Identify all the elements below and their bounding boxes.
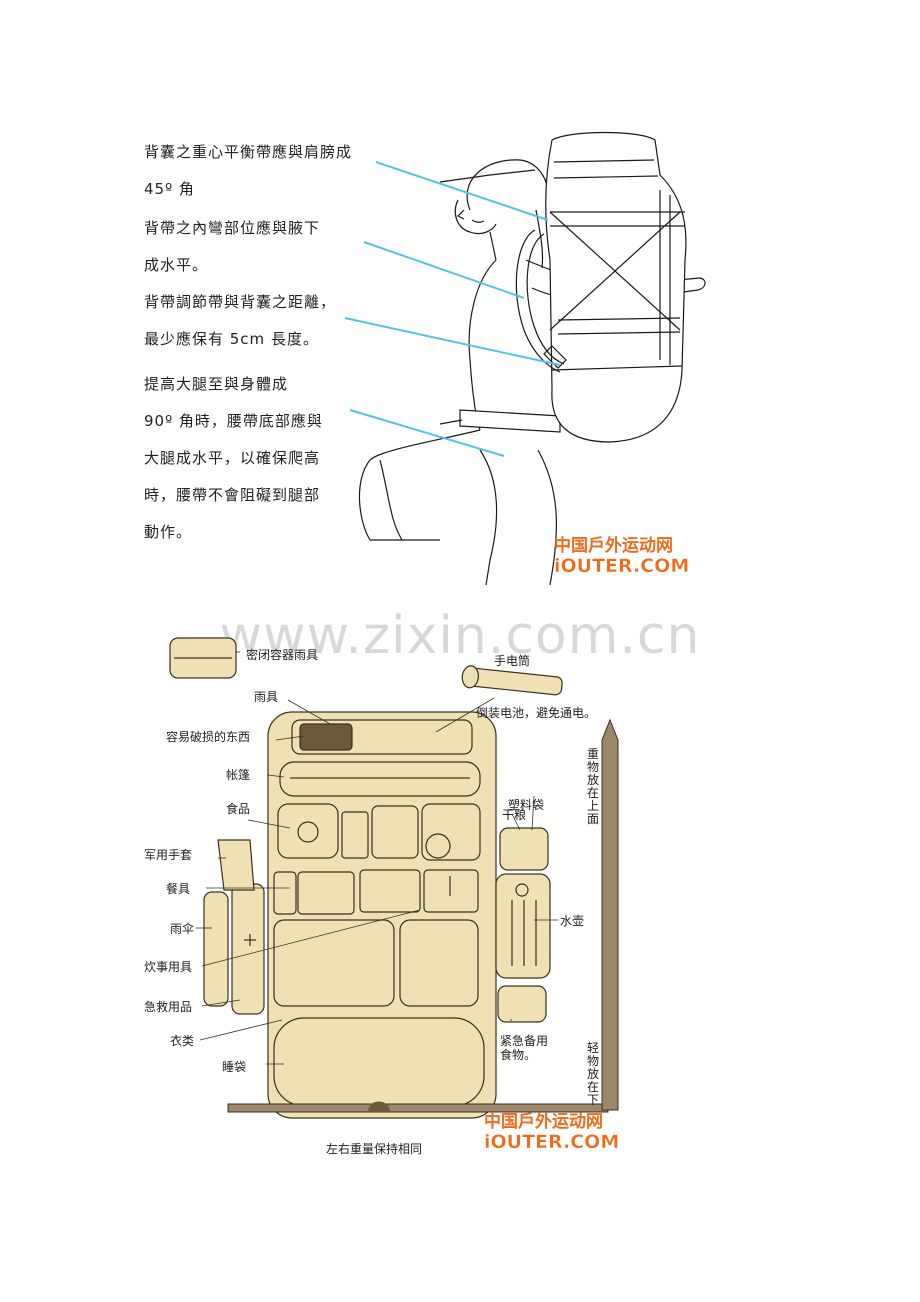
site-logo: 中国戶外运动网 iOUTER.COM <box>554 536 690 577</box>
note-line: 背帶之內彎部位應與腋下 <box>144 219 321 237</box>
logo-english: iOUTER.COM <box>484 1131 620 1153</box>
label-first-aid: 急救用品 <box>144 1000 193 1014</box>
logo-english: iOUTER.COM <box>554 555 690 577</box>
label-flashlight-note: 倒装电池，避免通电。 <box>476 706 597 720</box>
label-plastic-bag: 塑料袋 <box>508 798 545 812</box>
note-center-of-gravity: 背囊之重心平衡帶應與肩膀成 45º 角 <box>144 134 352 208</box>
logo-chinese: 中国戶外运动网 <box>484 1112 603 1132</box>
note-line: 大腿成水平，以確保爬高 <box>144 449 321 467</box>
watermark: www.zixin.com.cn <box>219 606 701 666</box>
note-line: 背帶調節帶與背囊之距離， <box>144 293 337 311</box>
label-emergency-food: 紧急备用 食物。 <box>500 1034 549 1062</box>
backpack-fit-figure: 背囊之重心平衡帶應與肩膀成 45º 角 背帶之內彎部位應與腋下 成水平。 背帶調… <box>140 120 720 590</box>
note-line: 90º 角時，腰帶底部應與 <box>144 412 323 430</box>
label-balance: 左右重量保持相同 <box>326 1142 423 1156</box>
label-food: 食品 <box>226 802 251 816</box>
note-line: 時，腰帶不會阻礙到腿部 <box>144 486 321 504</box>
note-line: 45º 角 <box>144 180 195 198</box>
label-umbrella: 雨伞 <box>170 922 195 936</box>
label-gloves: 军用手套 <box>144 848 193 862</box>
label-tableware: 餐具 <box>166 882 191 896</box>
label-cooking: 炊事用具 <box>144 960 193 974</box>
label-clothes: 衣类 <box>170 1034 195 1048</box>
label-sleeping-bag: 睡袋 <box>222 1060 247 1074</box>
note-line: 提高大腿至與身體成 <box>144 375 289 393</box>
label-tent: 帐篷 <box>226 768 251 782</box>
packing-illustration <box>169 637 619 1119</box>
site-logo-2: 中国戶外运动网 iOUTER.COM <box>484 1112 620 1153</box>
label-light-bottom: 轻物放在下 <box>586 1041 599 1107</box>
label-heavy-top: 重物放在上面 <box>586 747 599 826</box>
note-line: 背囊之重心平衡帶應與肩膀成 <box>144 143 353 161</box>
note-strap-curve: 背帶之內彎部位應與腋下 成水平。 <box>144 210 320 284</box>
packing-layout-figure: 密闭容器雨具 手电筒 倒装电池，避免通电。 雨具 容易破损的东西 帐篷 食品 塑… <box>140 620 660 1170</box>
note-line: 最少應保有 5cm 長度。 <box>144 330 319 348</box>
label-water-bottle: 水壶 <box>560 914 585 928</box>
note-line: 動作。 <box>144 523 193 541</box>
note-waist-belt: 提高大腿至與身體成 90º 角時，腰帶底部應與 大腿成水平，以確保爬高 時，腰帶… <box>144 366 323 551</box>
note-line: 成水平。 <box>144 256 209 274</box>
label-sealed-container: 密闭容器雨具 <box>246 648 319 662</box>
note-adjust-strap: 背帶調節帶與背囊之距離， 最少應保有 5cm 長度。 <box>144 284 336 358</box>
hiker-illustration <box>344 131 706 586</box>
label-flashlight: 手电筒 <box>494 654 531 668</box>
logo-chinese: 中国戶外运动网 <box>554 536 673 556</box>
label-rain-gear: 雨具 <box>254 690 279 704</box>
label-fragile: 容易破损的东西 <box>166 730 251 744</box>
label-dry-food: 干粮 <box>502 808 527 822</box>
